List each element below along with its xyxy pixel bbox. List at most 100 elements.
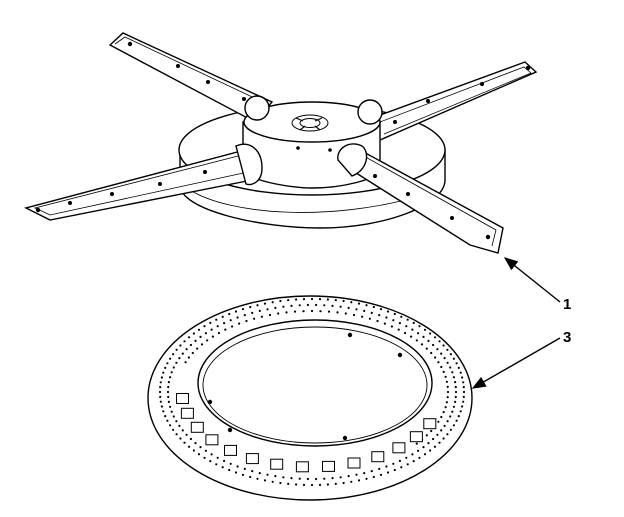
ring-hole <box>446 361 449 364</box>
ring-hole <box>422 335 425 338</box>
ring-hole <box>170 410 173 413</box>
ring-slot <box>224 444 237 456</box>
ring-hole <box>302 310 305 313</box>
ring-hole <box>197 453 201 456</box>
ring-hole <box>461 376 464 379</box>
ring-hole <box>444 375 447 378</box>
ring-hole <box>415 442 418 445</box>
ring-hole <box>175 420 178 423</box>
ring-hole <box>437 420 440 423</box>
ring-hole <box>361 315 364 318</box>
ring-hole <box>164 415 167 418</box>
ring-hole <box>279 481 282 485</box>
ring-hole <box>357 302 361 305</box>
ring-hole <box>427 339 430 342</box>
ring-hole <box>172 428 175 431</box>
ring-hole <box>194 442 197 445</box>
ring-hole <box>210 328 213 331</box>
ring-hole <box>404 331 407 335</box>
ring-hole <box>231 325 234 328</box>
ring-hole <box>442 344 445 347</box>
ring-hole <box>185 433 188 436</box>
ring-hole <box>363 309 366 312</box>
ring-hole <box>204 332 207 335</box>
ring-hole <box>411 453 414 456</box>
ring-hole <box>287 299 290 302</box>
ring-hole <box>417 332 420 335</box>
spray-arm-front-left <box>24 143 263 221</box>
ring-hole <box>243 314 246 317</box>
ring-hole <box>445 380 448 383</box>
ring-hole <box>350 480 353 483</box>
ring-hole <box>302 298 306 301</box>
ring-hole <box>443 357 446 360</box>
ring-hole <box>334 299 337 302</box>
ring-hole <box>357 479 361 482</box>
ring-hole <box>203 325 206 328</box>
ring-hole <box>192 449 195 452</box>
ring-hole <box>363 472 366 475</box>
ring-hole <box>452 357 455 360</box>
ring-hole <box>455 419 458 422</box>
ring-hole <box>209 321 212 324</box>
ring-hole <box>178 424 181 427</box>
ring-hole <box>197 328 201 331</box>
ring-hole <box>454 381 457 384</box>
ring-hole <box>462 395 465 398</box>
ring-slot <box>423 418 437 430</box>
ring-hole <box>204 449 207 452</box>
ring-hole <box>166 390 170 394</box>
ring-hole <box>159 400 162 403</box>
ring-hole <box>339 305 342 308</box>
ring-hole <box>295 298 298 301</box>
ring-hole <box>279 299 282 303</box>
ring-hole <box>442 411 445 414</box>
ring-hole <box>430 351 433 355</box>
ring-hole <box>241 308 245 311</box>
ring-hole <box>223 459 226 462</box>
ring-hole <box>217 331 220 335</box>
ring-hole <box>454 400 457 403</box>
ring-hole <box>169 357 172 360</box>
ring-hole <box>287 482 290 485</box>
ring-slot <box>180 407 194 419</box>
ring-hole <box>274 475 277 478</box>
ring-hole <box>440 352 443 355</box>
spray-arm-back-left <box>108 32 274 123</box>
ring-slot <box>371 451 385 463</box>
ring-hole <box>178 357 181 360</box>
ring-assembly <box>147 295 473 501</box>
ring-hole <box>433 445 437 448</box>
ring-slot <box>190 421 204 433</box>
ring-hole <box>452 376 455 379</box>
ring-hole <box>199 446 202 449</box>
ring-slot <box>245 453 259 465</box>
ring-hole <box>368 317 371 320</box>
ring-hole <box>385 465 388 468</box>
spray-arm-assembly <box>24 32 538 254</box>
ring-hole <box>365 477 368 480</box>
ring-hole <box>172 366 175 369</box>
ring-hole <box>440 429 443 432</box>
ring-hole <box>452 424 455 427</box>
ring-hole <box>290 477 293 480</box>
ring-hole <box>162 371 165 374</box>
ring-hole <box>306 303 309 307</box>
ring-hole <box>379 473 383 476</box>
ring-hole <box>432 343 435 347</box>
ring-hole <box>251 311 254 314</box>
ring-hole <box>211 335 214 338</box>
ring-hole <box>181 429 184 432</box>
ring-mount-hole <box>227 427 233 433</box>
ring-hole <box>238 322 241 325</box>
ring-hole <box>196 347 199 350</box>
ring-hole <box>331 304 334 307</box>
ring-hole <box>266 473 269 476</box>
ring-hole <box>209 460 212 463</box>
ring-hole <box>392 319 395 322</box>
ring-hole <box>400 466 403 469</box>
ring-hole <box>386 471 390 474</box>
ring-hole <box>234 310 238 313</box>
ring-hole <box>327 310 331 313</box>
ring-hole <box>221 466 224 469</box>
